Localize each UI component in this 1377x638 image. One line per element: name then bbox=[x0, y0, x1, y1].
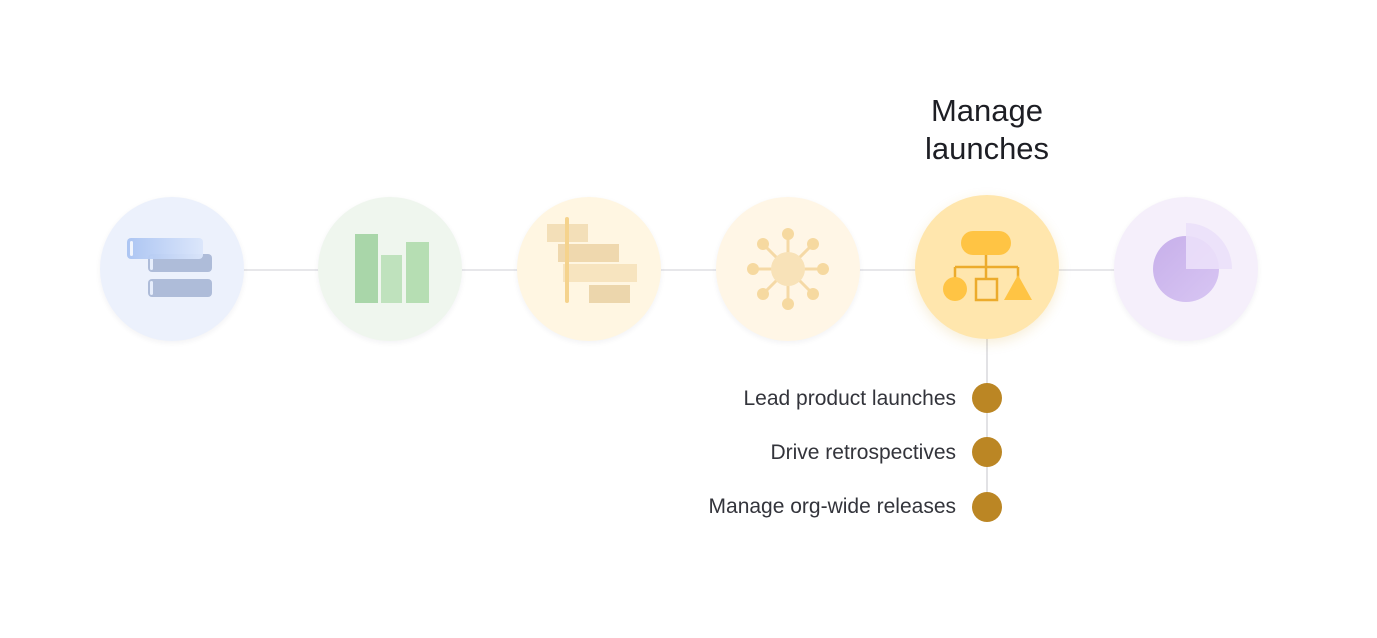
timeline-connector bbox=[172, 269, 1186, 271]
pie-chart-icon bbox=[1153, 223, 1232, 302]
step-pie-chart[interactable] bbox=[1114, 197, 1258, 341]
flowchart-icon bbox=[943, 231, 1032, 302]
active-item-1: Lead product launches bbox=[743, 387, 957, 410]
gantt-timeline-icon bbox=[547, 217, 637, 303]
step-bar-chart[interactable] bbox=[318, 197, 462, 341]
step-gantt-timeline[interactable] bbox=[517, 197, 661, 341]
step-flowchart-active[interactable] bbox=[915, 195, 1059, 339]
active-item-3-dot bbox=[972, 492, 1002, 522]
step-hub-network[interactable] bbox=[716, 197, 860, 341]
active-item-3: Manage org-wide releases bbox=[708, 495, 956, 518]
active-step-title: Manage launches bbox=[887, 92, 1087, 168]
active-step-title-line-2: launches bbox=[924, 131, 1050, 166]
active-item-2-dot bbox=[972, 437, 1002, 467]
step-stacked-bars[interactable] bbox=[100, 197, 244, 341]
hub-network-icon bbox=[747, 228, 829, 310]
active-step-branch-line bbox=[986, 338, 988, 510]
active-item-2: Drive retrospectives bbox=[770, 441, 956, 464]
bar-chart-icon bbox=[355, 234, 429, 303]
stacked-bars-icon bbox=[127, 238, 212, 297]
active-item-1-dot bbox=[972, 383, 1002, 413]
active-step-title-line-1: Manage bbox=[930, 93, 1044, 128]
